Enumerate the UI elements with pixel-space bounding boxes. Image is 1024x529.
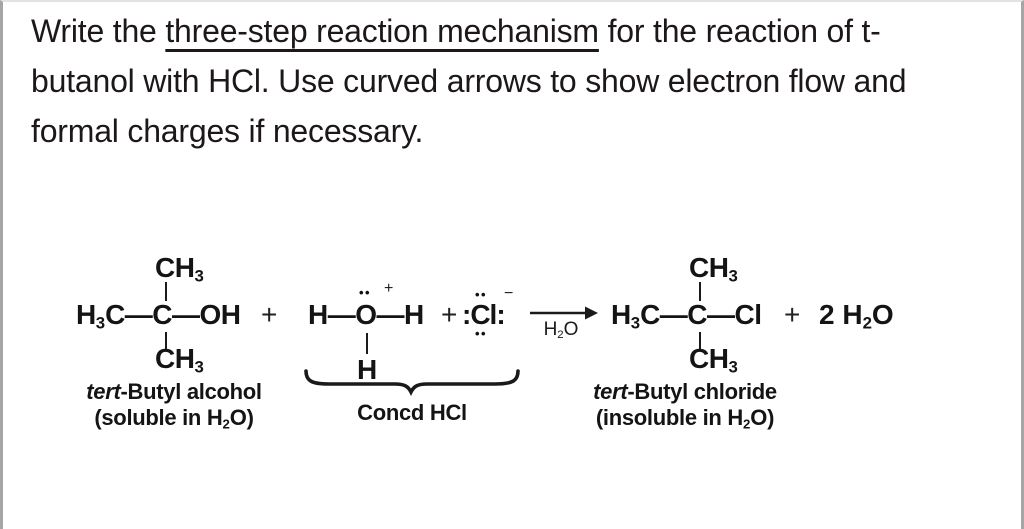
reaction-arrow xyxy=(530,306,598,320)
question-line-3: formal charges if necessary. xyxy=(31,113,424,149)
product-solubility-label: (insoluble in H2O) xyxy=(595,405,775,432)
hydronium-formula: H—O—H xyxy=(308,299,424,330)
question-line1-suffix: for the reaction of t- xyxy=(598,13,881,49)
alcohol-name-italic: tert xyxy=(86,379,121,404)
hydronium-positive-charge: + xyxy=(384,280,394,297)
alcohol-name-rest: -Butyl alcohol xyxy=(120,379,263,404)
question-underlined-phrase: three-step reaction mechanism xyxy=(165,13,599,49)
question-text: Write the three-step reaction mechanism … xyxy=(31,6,1006,156)
chloride-negative-charge: − xyxy=(504,285,514,302)
product-bond-vertical-top xyxy=(699,282,702,301)
hydronium-h-label: H xyxy=(357,354,377,385)
product-formula: H3C—C—Cl xyxy=(611,299,762,333)
product-methyl-top-label: CH3 xyxy=(689,252,738,286)
product-methyl-bottom-label: CH3 xyxy=(689,343,738,377)
plus-sign-3: + xyxy=(784,299,801,330)
alcohol-bond-vertical-bottom xyxy=(165,332,168,350)
alcohol-methyl-top-label: CH3 xyxy=(155,252,204,286)
plus-sign-1: + xyxy=(261,299,278,330)
chloride-lone-pair-top-dots: •• xyxy=(475,287,488,302)
oxygen-lone-pair-dots: •• xyxy=(359,285,372,300)
underbrace xyxy=(304,369,520,396)
product-name-label: tert-Butyl chloride xyxy=(575,379,795,405)
arrow-condition-label: H2O xyxy=(543,319,579,342)
question-line-1: Write the three-step reaction mechanism … xyxy=(31,6,1006,56)
question-line-2: butanol with HCl. Use curved arrows to s… xyxy=(31,63,907,99)
alcohol-bond-vertical-top xyxy=(165,282,168,301)
plus-sign-2: + xyxy=(441,299,458,330)
alcohol-methyl-bottom-label: CH3 xyxy=(155,343,204,377)
chloride-formula: :Cl: xyxy=(462,299,506,330)
alcohol-formula: H3C—C—OH xyxy=(76,299,241,333)
alcohol-solubility-label: (soluble in H2O) xyxy=(94,405,254,432)
product-name-italic: tert xyxy=(593,379,628,404)
product-bond-vertical-bottom xyxy=(699,332,702,350)
alcohol-name-label: tert-Butyl alcohol xyxy=(64,379,284,405)
water-product-label: 2 H2O xyxy=(819,299,894,333)
chloride-lone-pair-bottom-dots: •• xyxy=(475,326,488,341)
question-line1-prefix: Write the xyxy=(31,13,166,49)
concd-hcl-label: Concd HCl xyxy=(357,400,467,425)
product-name-rest: -Butyl chloride xyxy=(627,379,777,404)
hydronium-bond-vertical xyxy=(366,333,369,354)
